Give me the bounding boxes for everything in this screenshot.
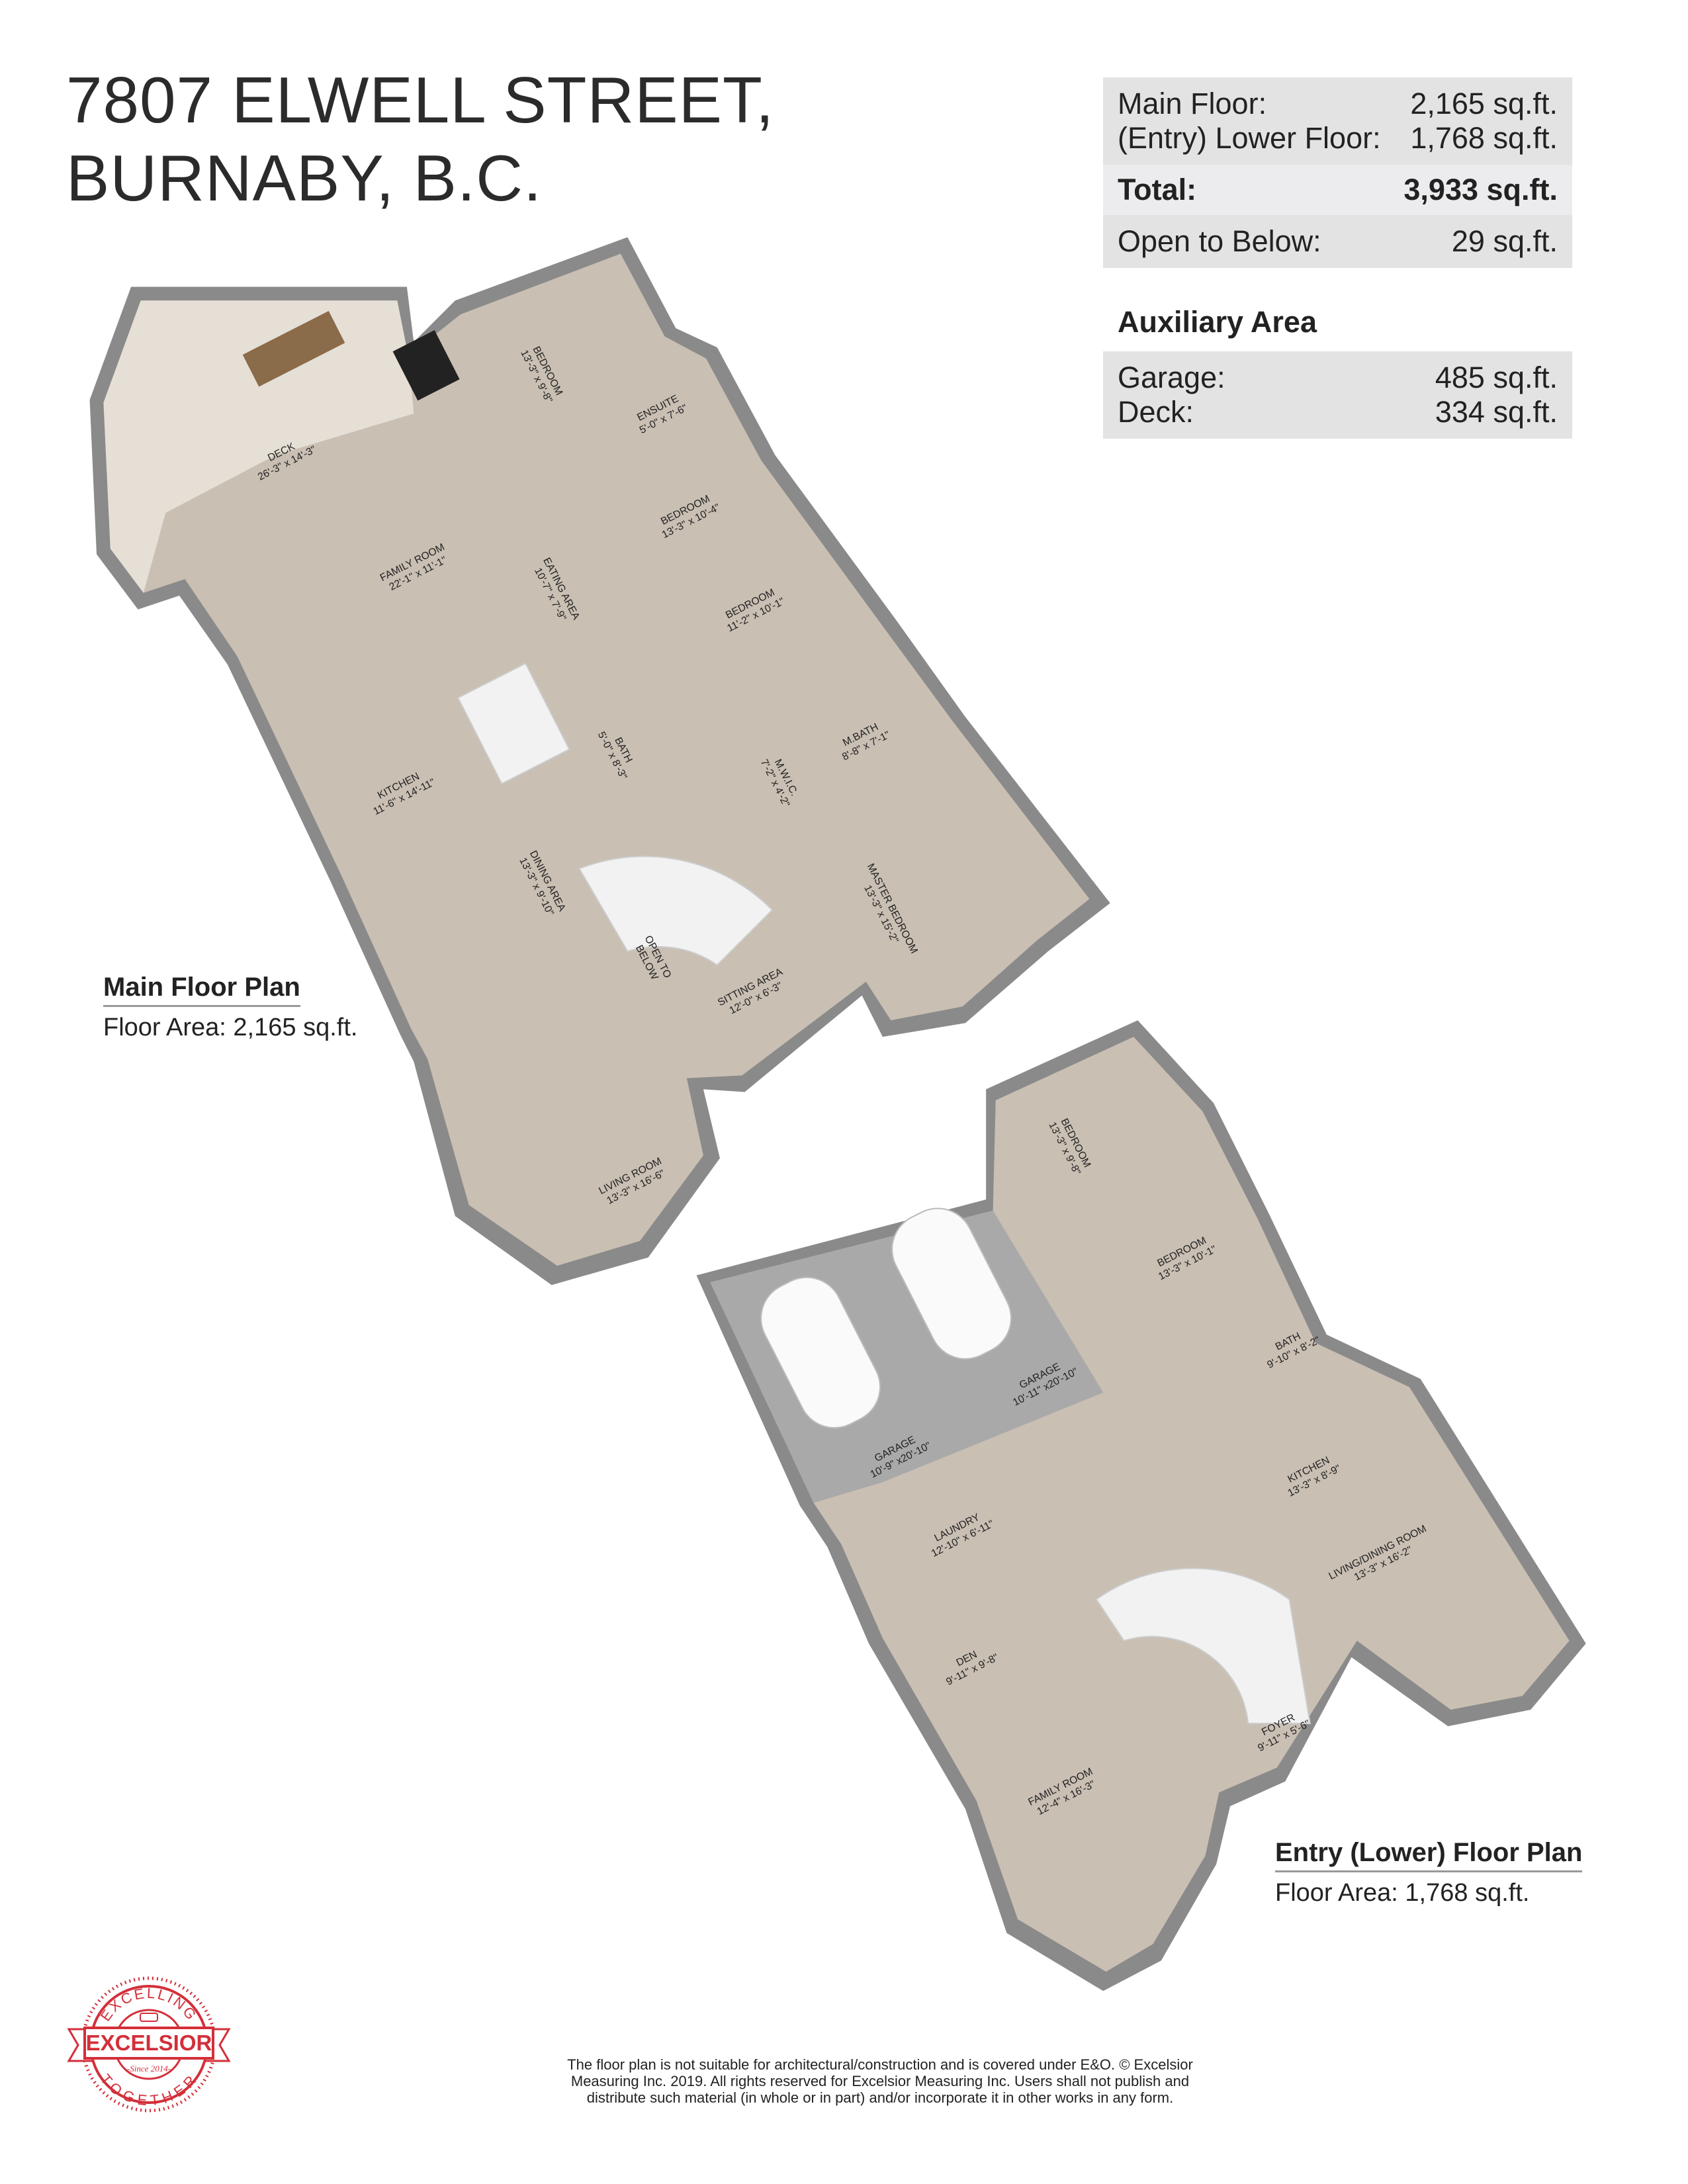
row-value: 485 sq.ft. bbox=[1435, 361, 1558, 394]
deck-row: Deck: 334 sq.ft. bbox=[1118, 395, 1558, 429]
main-floor-area: Floor Area: 2,165 sq.ft. bbox=[103, 1014, 358, 1041]
garage-row: Garage: 485 sq.ft. bbox=[1118, 361, 1558, 395]
floor-areas-block: Main Floor: 2,165 sq.ft. (Entry) Lower Fl… bbox=[1103, 77, 1572, 165]
main-floor-row: Main Floor: 2,165 sq.ft. bbox=[1118, 87, 1558, 121]
open-to-below-row: Open to Below: 29 sq.ft. bbox=[1118, 224, 1558, 259]
row-label: Deck: bbox=[1118, 395, 1194, 429]
row-label: (Entry) Lower Floor: bbox=[1118, 121, 1381, 155]
lower-floor-area: Floor Area: 1,768 sq.ft. bbox=[1275, 1879, 1530, 1907]
row-value: 29 sq.ft. bbox=[1451, 224, 1558, 258]
main-floor-plan bbox=[89, 237, 1110, 1286]
row-label: Main Floor: bbox=[1118, 87, 1267, 120]
row-label: Open to Below: bbox=[1118, 224, 1321, 258]
lower-curved-staircase bbox=[1095, 1567, 1311, 1724]
bbq-grill bbox=[392, 330, 460, 401]
disclaimer-line: Measuring Inc. 2019. All rights reserved… bbox=[570, 2073, 1190, 2089]
deck-dining-table bbox=[242, 310, 345, 387]
auxiliary-area-heading: Auxiliary Area bbox=[1118, 305, 1317, 339]
excelsior-logo: EXCELLING TOGETHER EXCELSIOR -Since 2014… bbox=[67, 1976, 231, 2113]
svg-text:EXCELLING: EXCELLING bbox=[97, 1985, 201, 2025]
lower-floor-plan-caption: Entry (Lower) Floor Plan Floor Area: 1,7… bbox=[1275, 1838, 1583, 1907]
disclaimer-line: The floor plan is not suitable for archi… bbox=[567, 2056, 1193, 2073]
logo-name: EXCELSIOR bbox=[86, 2031, 212, 2055]
open-to-below-block: Open to Below: 29 sq.ft. bbox=[1103, 215, 1572, 268]
car-2 bbox=[891, 1207, 1012, 1360]
car-1 bbox=[760, 1276, 881, 1429]
lower-floor-row: (Entry) Lower Floor: 1,768 sq.ft. bbox=[1118, 121, 1558, 155]
disclaimer-line: distribute such material (in whole or in… bbox=[586, 2089, 1174, 2106]
lower-floor-surface bbox=[710, 1037, 1570, 1972]
disclaimer: The floor plan is not suitable for archi… bbox=[516, 2056, 1244, 2106]
total-row-block: Total: 3,933 sq.ft. bbox=[1103, 165, 1572, 215]
logo-top-text: EXCELLING bbox=[97, 1985, 199, 2025]
row-value: 2,165 sq.ft. bbox=[1410, 87, 1558, 120]
title-line-1: 7807 ELWELL STREET, bbox=[66, 64, 775, 136]
auxiliary-block: Garage: 485 sq.ft. Deck: 334 sq.ft. bbox=[1103, 351, 1572, 439]
row-label: Total: bbox=[1118, 173, 1197, 206]
main-floor-plan-heading: Main Floor Plan bbox=[103, 973, 300, 1007]
deck-surface bbox=[103, 300, 414, 593]
total-row: Total: 3,933 sq.ft. bbox=[1118, 173, 1558, 207]
row-value: 1,768 sq.ft. bbox=[1410, 121, 1558, 155]
title-line-2: BURNABY, B.C. bbox=[66, 142, 543, 214]
curved-staircase bbox=[578, 855, 774, 967]
row-value: 3,933 sq.ft. bbox=[1403, 173, 1558, 206]
page-title: 7807 ELWELL STREET, BURNABY, B.C. bbox=[66, 61, 774, 217]
logo-since: -Since 2014- bbox=[127, 2064, 171, 2074]
main-floor-plan-caption: Main Floor Plan Floor Area: 2,165 sq.ft. bbox=[103, 973, 357, 1042]
main-floor-surface bbox=[103, 253, 1090, 1266]
lower-floor-plan-heading: Entry (Lower) Floor Plan bbox=[1275, 1838, 1583, 1872]
area-summary-table: Main Floor: 2,165 sq.ft. (Entry) Lower Fl… bbox=[1103, 77, 1572, 439]
straight-staircase bbox=[457, 662, 570, 785]
row-value: 334 sq.ft. bbox=[1435, 395, 1558, 429]
tape-measure-icon bbox=[140, 2013, 158, 2022]
lower-floor-plan bbox=[696, 1020, 1586, 1991]
row-label: Garage: bbox=[1118, 361, 1225, 394]
